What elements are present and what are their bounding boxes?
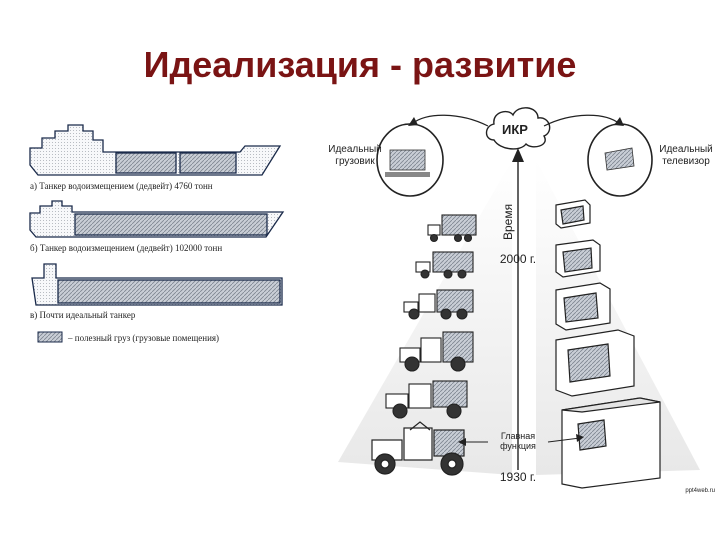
tanker-ideal xyxy=(31,263,283,306)
tv-2 xyxy=(555,329,635,397)
page-title: Идеализация - развитие xyxy=(143,44,577,85)
truck-2000 xyxy=(415,251,474,279)
watermark: ppt4web.ru xyxy=(685,488,715,494)
ikr-label: ИКР xyxy=(502,122,528,137)
arrow-to-tv xyxy=(543,114,621,127)
tv-3 xyxy=(555,282,611,331)
arrow-to-truck xyxy=(411,114,489,127)
caption-tanker-a: а) Танкер водоизмещением (дедвейт) 4760 … xyxy=(30,181,213,191)
truck-2 xyxy=(385,380,468,419)
caption-tanker-b: б) Танкер водоизмещением (дедвейт) 10200… xyxy=(30,243,223,253)
tanker-small xyxy=(29,124,282,176)
tv-modern xyxy=(555,199,591,229)
main-function-label-1: Главная xyxy=(501,431,535,441)
time-label: Время xyxy=(501,204,515,240)
ideal-truck-label-1: Идеальный xyxy=(328,144,382,155)
legend-swatch xyxy=(37,331,63,343)
right-beam xyxy=(536,160,700,475)
ideal-tv-circle xyxy=(587,123,653,197)
ikr-cloud xyxy=(485,107,551,150)
ideal-truck-circle xyxy=(376,123,444,197)
legend-text: – полезный груз (грузовые помещения) xyxy=(68,333,220,343)
tanker-large xyxy=(29,200,285,238)
main-function-arrow-right xyxy=(547,437,581,443)
ideal-truck-label-2: грузовик xyxy=(335,156,375,167)
ideal-tv-label-1: Идеальный xyxy=(659,144,713,155)
tv-4 xyxy=(555,239,601,278)
truck-3 xyxy=(399,331,474,372)
ideal-tv-label-2: телевизор xyxy=(662,156,710,167)
time-arrow xyxy=(512,148,524,470)
main-function-label-2: функция xyxy=(500,441,536,451)
year-2000-label: 2000 г. xyxy=(500,252,536,266)
truck-4 xyxy=(403,289,474,320)
truck-modern xyxy=(427,214,477,243)
caption-tanker-c: в) Почти идеальный танкер xyxy=(30,310,136,320)
tv-1930 xyxy=(561,397,661,489)
year-1930-label: 1930 г. xyxy=(500,470,536,484)
truck-1930 xyxy=(371,421,465,476)
